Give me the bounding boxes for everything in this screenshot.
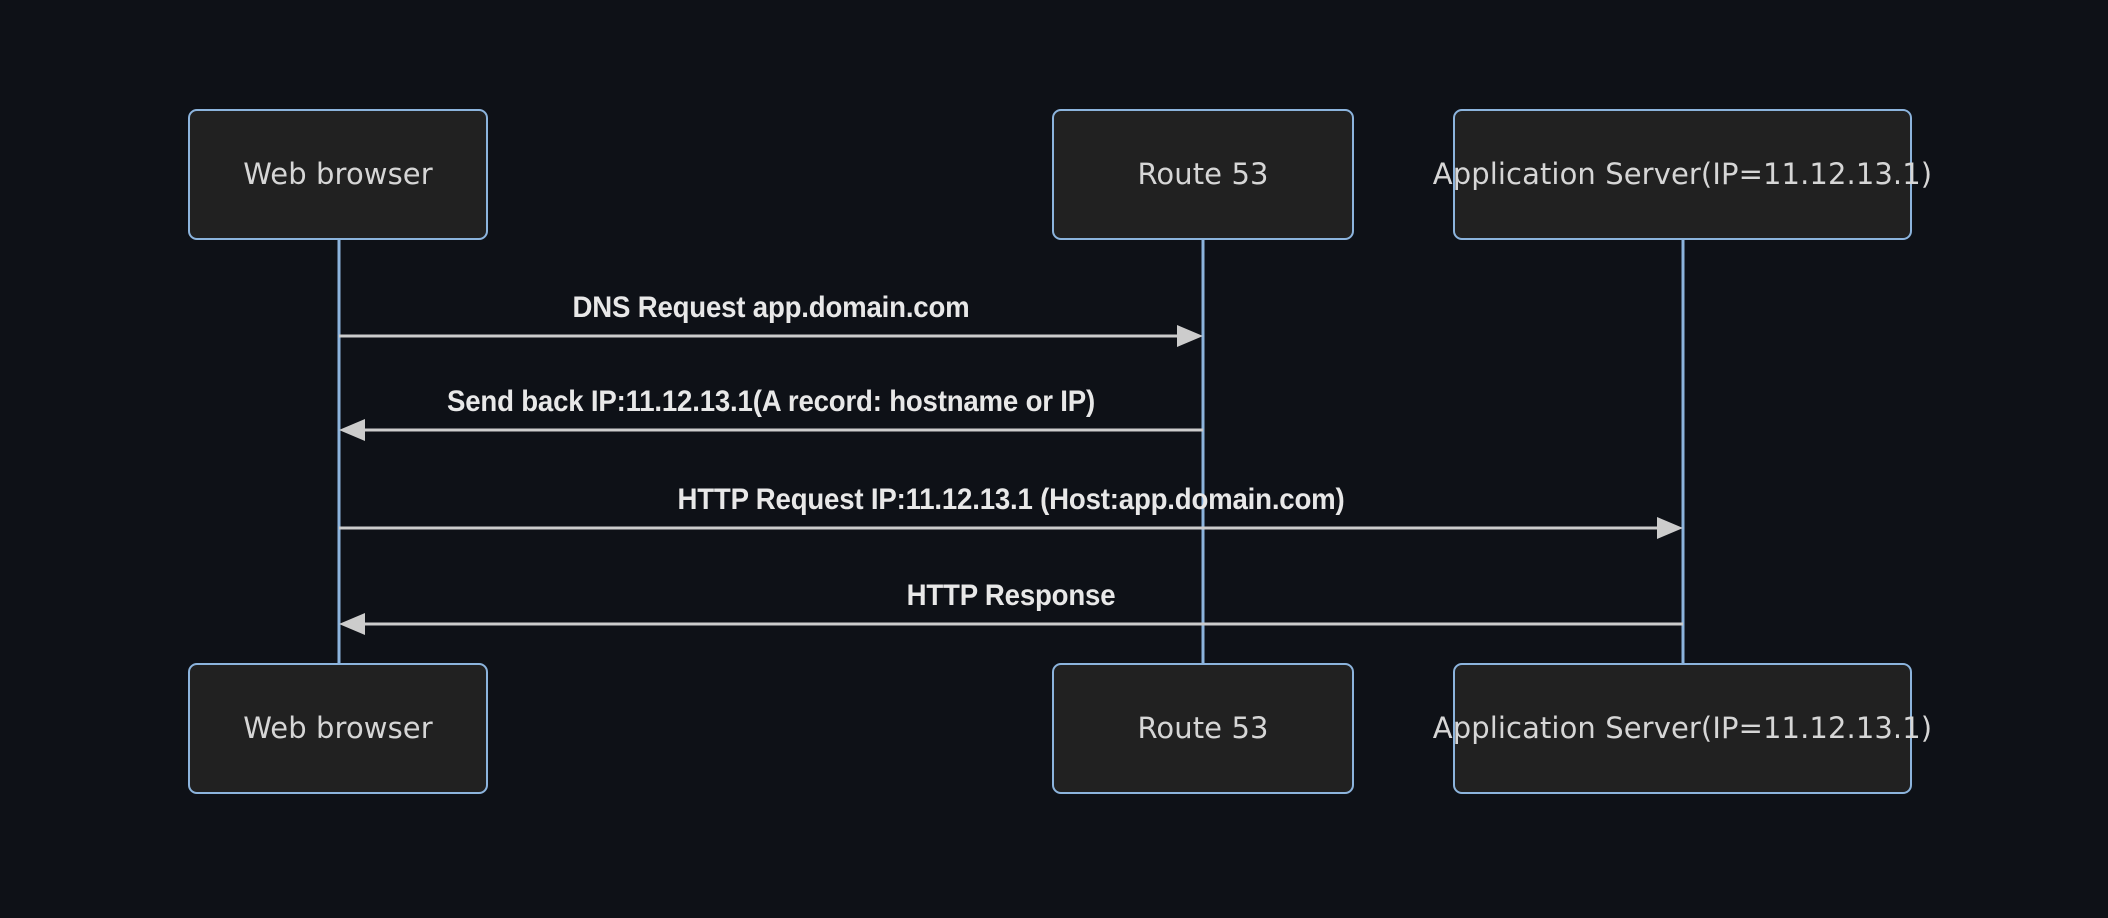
participant-box-application-server-top[interactable]: Application Server(IP=11.12.13.1): [1433, 109, 1932, 240]
message-label-dns-response: Send back IP:11.12.13.1(A record: hostna…: [447, 385, 1095, 418]
participant-label-route-53: Route 53: [1137, 711, 1269, 745]
participant-label-application-server: Application Server(IP=11.12.13.1): [1432, 711, 1933, 745]
participant-label-web-browser: Web browser: [243, 711, 433, 745]
message-label-dns-request: DNS Request app.domain.com: [572, 291, 970, 324]
participant-label-web-browser: Web browser: [243, 157, 433, 191]
participant-label-application-server: Application Server(IP=11.12.13.1): [1432, 157, 1933, 191]
arrowhead-dns-request: [1177, 325, 1203, 347]
message-arrows-group: [339, 325, 1683, 635]
lifelines-group: [337, 240, 1685, 663]
arrowhead-dns-response: [339, 419, 365, 441]
arrowhead-http-request: [1657, 517, 1683, 539]
message-label-http-request: HTTP Request IP:11.12.13.1 (Host:app.dom…: [677, 483, 1345, 516]
participant-box-web-browser-bottom[interactable]: Web browser: [188, 663, 488, 794]
participant-box-web-browser-top[interactable]: Web browser: [188, 109, 488, 240]
participant-label-route-53: Route 53: [1137, 157, 1269, 191]
participant-box-application-server-bottom[interactable]: Application Server(IP=11.12.13.1): [1433, 663, 1932, 794]
message-label-http-response: HTTP Response: [906, 579, 1116, 612]
participant-box-route-53-bottom[interactable]: Route 53: [1052, 663, 1354, 794]
participant-box-route-53-top[interactable]: Route 53: [1052, 109, 1354, 240]
arrowhead-http-response: [339, 613, 365, 635]
